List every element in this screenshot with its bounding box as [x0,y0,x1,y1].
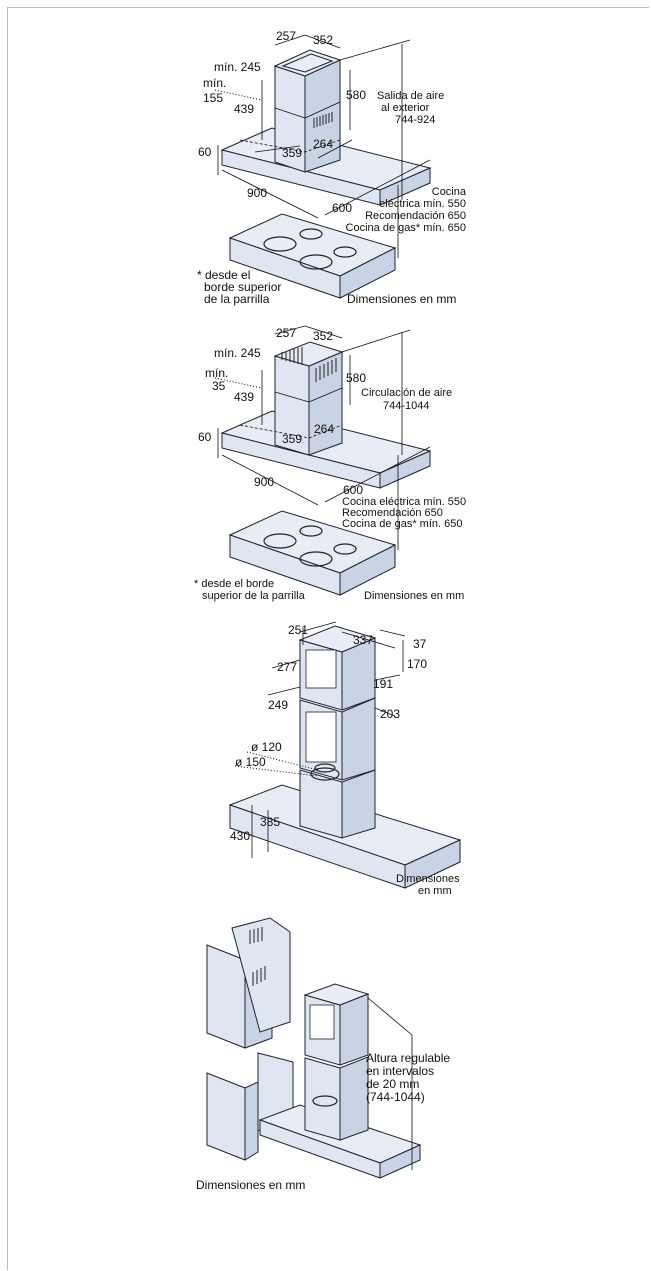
dim-text: 249 [268,698,288,712]
dim-text: 439 [234,390,254,404]
dim-text: 580 [346,371,366,385]
hood-side [379,1144,421,1179]
adjust-label: de 20 mm [366,1077,419,1091]
dim-text: 385 [260,815,280,829]
frame-lower-front [304,1057,341,1141]
hood-side [379,450,431,489]
units-label: en mm [418,885,452,897]
units-label: Dimensiones en mm [364,590,464,602]
dim-text: 60 [198,145,212,159]
dim-text: 264 [313,137,333,151]
note-text: de la parrilla [204,292,270,306]
dim-text: 352 [313,33,333,47]
page-frame [7,7,649,1270]
adjust-label: en intervalos [366,1064,434,1078]
adjust-label: Altura regulable [366,1051,450,1065]
note-text: * desde el [197,268,250,282]
note-text: superior de la parrilla [202,590,306,602]
dim-text: 600 [343,483,363,497]
dim-text: 60 [198,430,212,444]
dim-text: mín. 245 [214,60,261,74]
dim-text: mín. [205,366,228,380]
adjust-label: (744-1044) [366,1090,425,1104]
dim-text: 352 [313,329,333,343]
dim-text: 900 [254,475,274,489]
frame-top [303,983,370,1006]
dim-text: 600 [332,201,352,215]
cooktop-side [339,247,396,299]
figure-duct-out: 257 352 mín. 245 mín. 155 439 580 60 359… [197,29,467,306]
hood-side [404,839,461,889]
cooktop-label: Recomendación 650 [342,507,443,519]
frame-upper-side [339,993,369,1066]
lower-cover-left [206,1072,246,1161]
chimney-side [308,351,343,456]
figure-recirculation: 257 352 mín. 245 mín. 35 439 580 60 359 … [194,325,466,602]
vent-grille [249,927,266,986]
dim-text: 155 [203,91,223,105]
dim-text: 35 [212,379,226,393]
figure-frame-mount: 251 337 37 170 277 191 249 203 ø 120 ø 1… [228,621,462,897]
dim-text: mín. [203,76,226,90]
frame-lower-side [341,769,376,839]
dim-text: 251 [288,623,308,637]
cooktop-label: Recomendación 650 [365,210,466,222]
frame-lower-side [339,1056,369,1141]
units-label: Dimensiones en mm [196,1178,305,1192]
dim-text: 439 [234,102,254,116]
dim-text: 277 [277,660,297,674]
outlet-label: Salida de aire [377,90,444,102]
vent-grille [313,112,333,128]
dim-text: 257 [276,29,296,43]
chimney-opening [281,53,334,73]
dim-text: 264 [314,422,334,436]
recirc-label: Circulación de aire [361,387,452,399]
vent-grille [281,347,337,382]
outlet-label: 744-924 [395,114,435,126]
cooktop-label: Cocina de gas* mín. 650 [346,222,466,234]
cooktop-label: Cocina [432,186,467,198]
dim-text: 580 [346,88,366,102]
dim-text: 37 [413,637,427,651]
frame-mid-side [341,697,376,781]
dim-text: 359 [282,146,302,160]
cooktop-label: Cocina eléctrica mín. 550 [342,496,466,508]
recirc-label: 744-1044 [383,400,430,412]
hood-side [379,167,431,206]
dim-text: 203 [380,707,400,721]
outlet-label: al exterior [381,102,430,114]
figure-assembly: Altura regulable en intervalos de 20 mm … [196,917,450,1192]
dim-text: ø 150 [235,755,266,769]
units-label: Dimensiones en mm [347,292,456,306]
dim-text: 359 [282,432,302,446]
dim-text: 337 [353,633,373,647]
dim-text: mín. 245 [214,346,261,360]
dim-text: ø 120 [251,740,282,754]
note-text: * desde el borde [194,578,274,590]
upper-cover-left [206,944,246,1049]
dim-text: 170 [407,657,427,671]
cooktop-label: Cocina de gas* mín. 650 [342,518,462,530]
dim-text: 900 [247,186,267,200]
note-text: borde superior [204,280,281,294]
cooktop-label: eléctrica mín. 550 [379,198,466,210]
frame-top [298,625,377,653]
dim-text: 257 [276,326,296,340]
units-label: Dimensiones [396,873,460,885]
dim-text: 430 [230,829,250,843]
dim-text: 191 [373,677,393,691]
lower-cover-right [244,1081,259,1161]
cooktop-side [339,544,396,596]
